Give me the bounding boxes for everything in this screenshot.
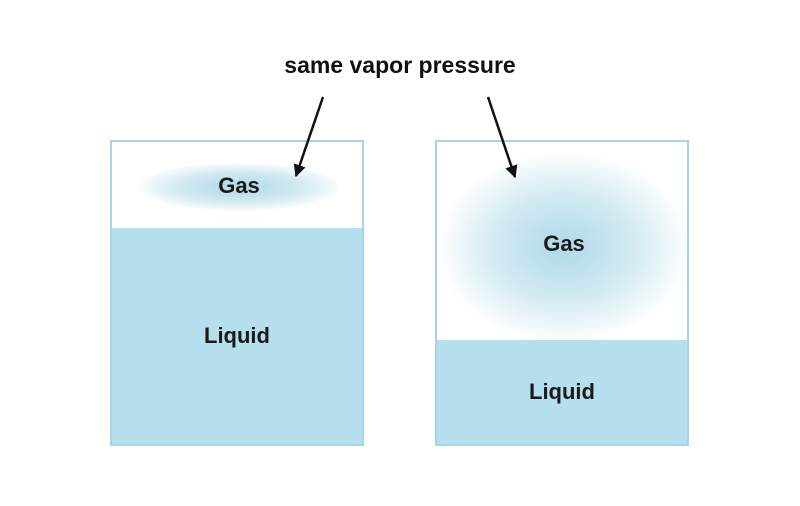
right-arrow xyxy=(486,96,518,179)
left-liquid: Liquid xyxy=(112,228,362,444)
left-gas-cloud xyxy=(139,163,339,211)
left-arrow xyxy=(293,96,325,178)
right-gas-label: Gas xyxy=(543,231,585,256)
left-container: Gas Liquid xyxy=(110,140,364,446)
diagram-title: same vapor pressure xyxy=(284,52,516,78)
left-gas-label: Gas xyxy=(218,173,260,198)
right-liquid-label: Liquid xyxy=(529,379,595,404)
right-container: Gas Liquid xyxy=(435,140,689,446)
left-liquid-label: Liquid xyxy=(204,323,270,348)
right-gas-cloud xyxy=(439,152,687,342)
right-liquid: Liquid xyxy=(437,340,687,444)
